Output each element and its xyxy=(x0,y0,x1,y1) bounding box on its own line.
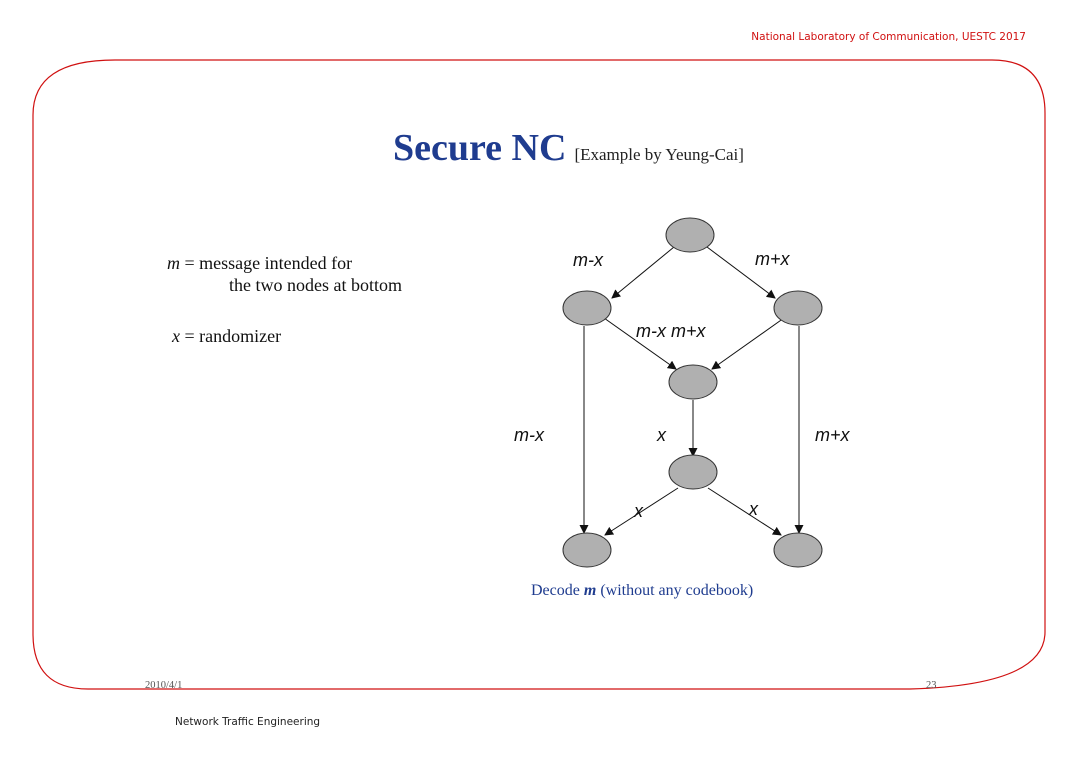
label-left-down: m-x xyxy=(514,425,545,445)
title-main: Secure NC xyxy=(393,127,567,169)
node-source xyxy=(665,217,715,253)
node-right xyxy=(773,290,823,326)
title-subtitle: [Example by Yeung-Cai] xyxy=(574,145,744,164)
node-sink-right xyxy=(773,532,823,568)
definition-m-text: = message intended for xyxy=(180,253,353,273)
node-center xyxy=(668,364,718,400)
diagram-caption: Decode m (without any codebook) xyxy=(531,582,753,600)
edge-left-to-center xyxy=(603,317,677,370)
edge-relay-left xyxy=(604,487,679,536)
label-relay-right: x xyxy=(748,499,759,519)
label-middle-pair: m-x m+x xyxy=(636,321,706,341)
slide-title: Secure NC [Example by Yeung-Cai] xyxy=(393,126,744,170)
definition-x: x = randomizer xyxy=(172,326,281,347)
caption-var: m xyxy=(583,582,597,599)
node-sink-left xyxy=(562,532,612,568)
label-right-down: m+x xyxy=(815,425,851,445)
definition-x-text: = randomizer xyxy=(180,326,282,346)
var-x: x xyxy=(172,326,180,346)
label-source-right: m+x xyxy=(755,249,791,269)
page-number: 23 xyxy=(926,680,937,691)
node-left xyxy=(562,290,612,326)
edge-source-left xyxy=(611,246,675,299)
definition-m-continued: the two nodes at bottom xyxy=(229,275,402,295)
var-m: m xyxy=(167,253,180,273)
edge-relay-right xyxy=(707,487,782,536)
edge-source-right xyxy=(706,246,776,299)
header-lab-note: National Laboratory of Communication, UE… xyxy=(751,31,1026,43)
caption-suffix: (without any codebook) xyxy=(596,582,754,599)
label-source-left: m-x xyxy=(573,250,604,270)
footer-date: 2010/4/1 xyxy=(145,680,183,691)
edge-right-to-center xyxy=(711,317,785,370)
label-center-down: x xyxy=(656,425,667,445)
label-relay-left: x xyxy=(633,501,644,521)
caption-prefix: Decode xyxy=(531,582,584,599)
footer-course-name: Network Traffic Engineering xyxy=(175,716,321,728)
definition-m: m = message intended for xyxy=(167,253,352,274)
node-relay xyxy=(668,454,718,490)
